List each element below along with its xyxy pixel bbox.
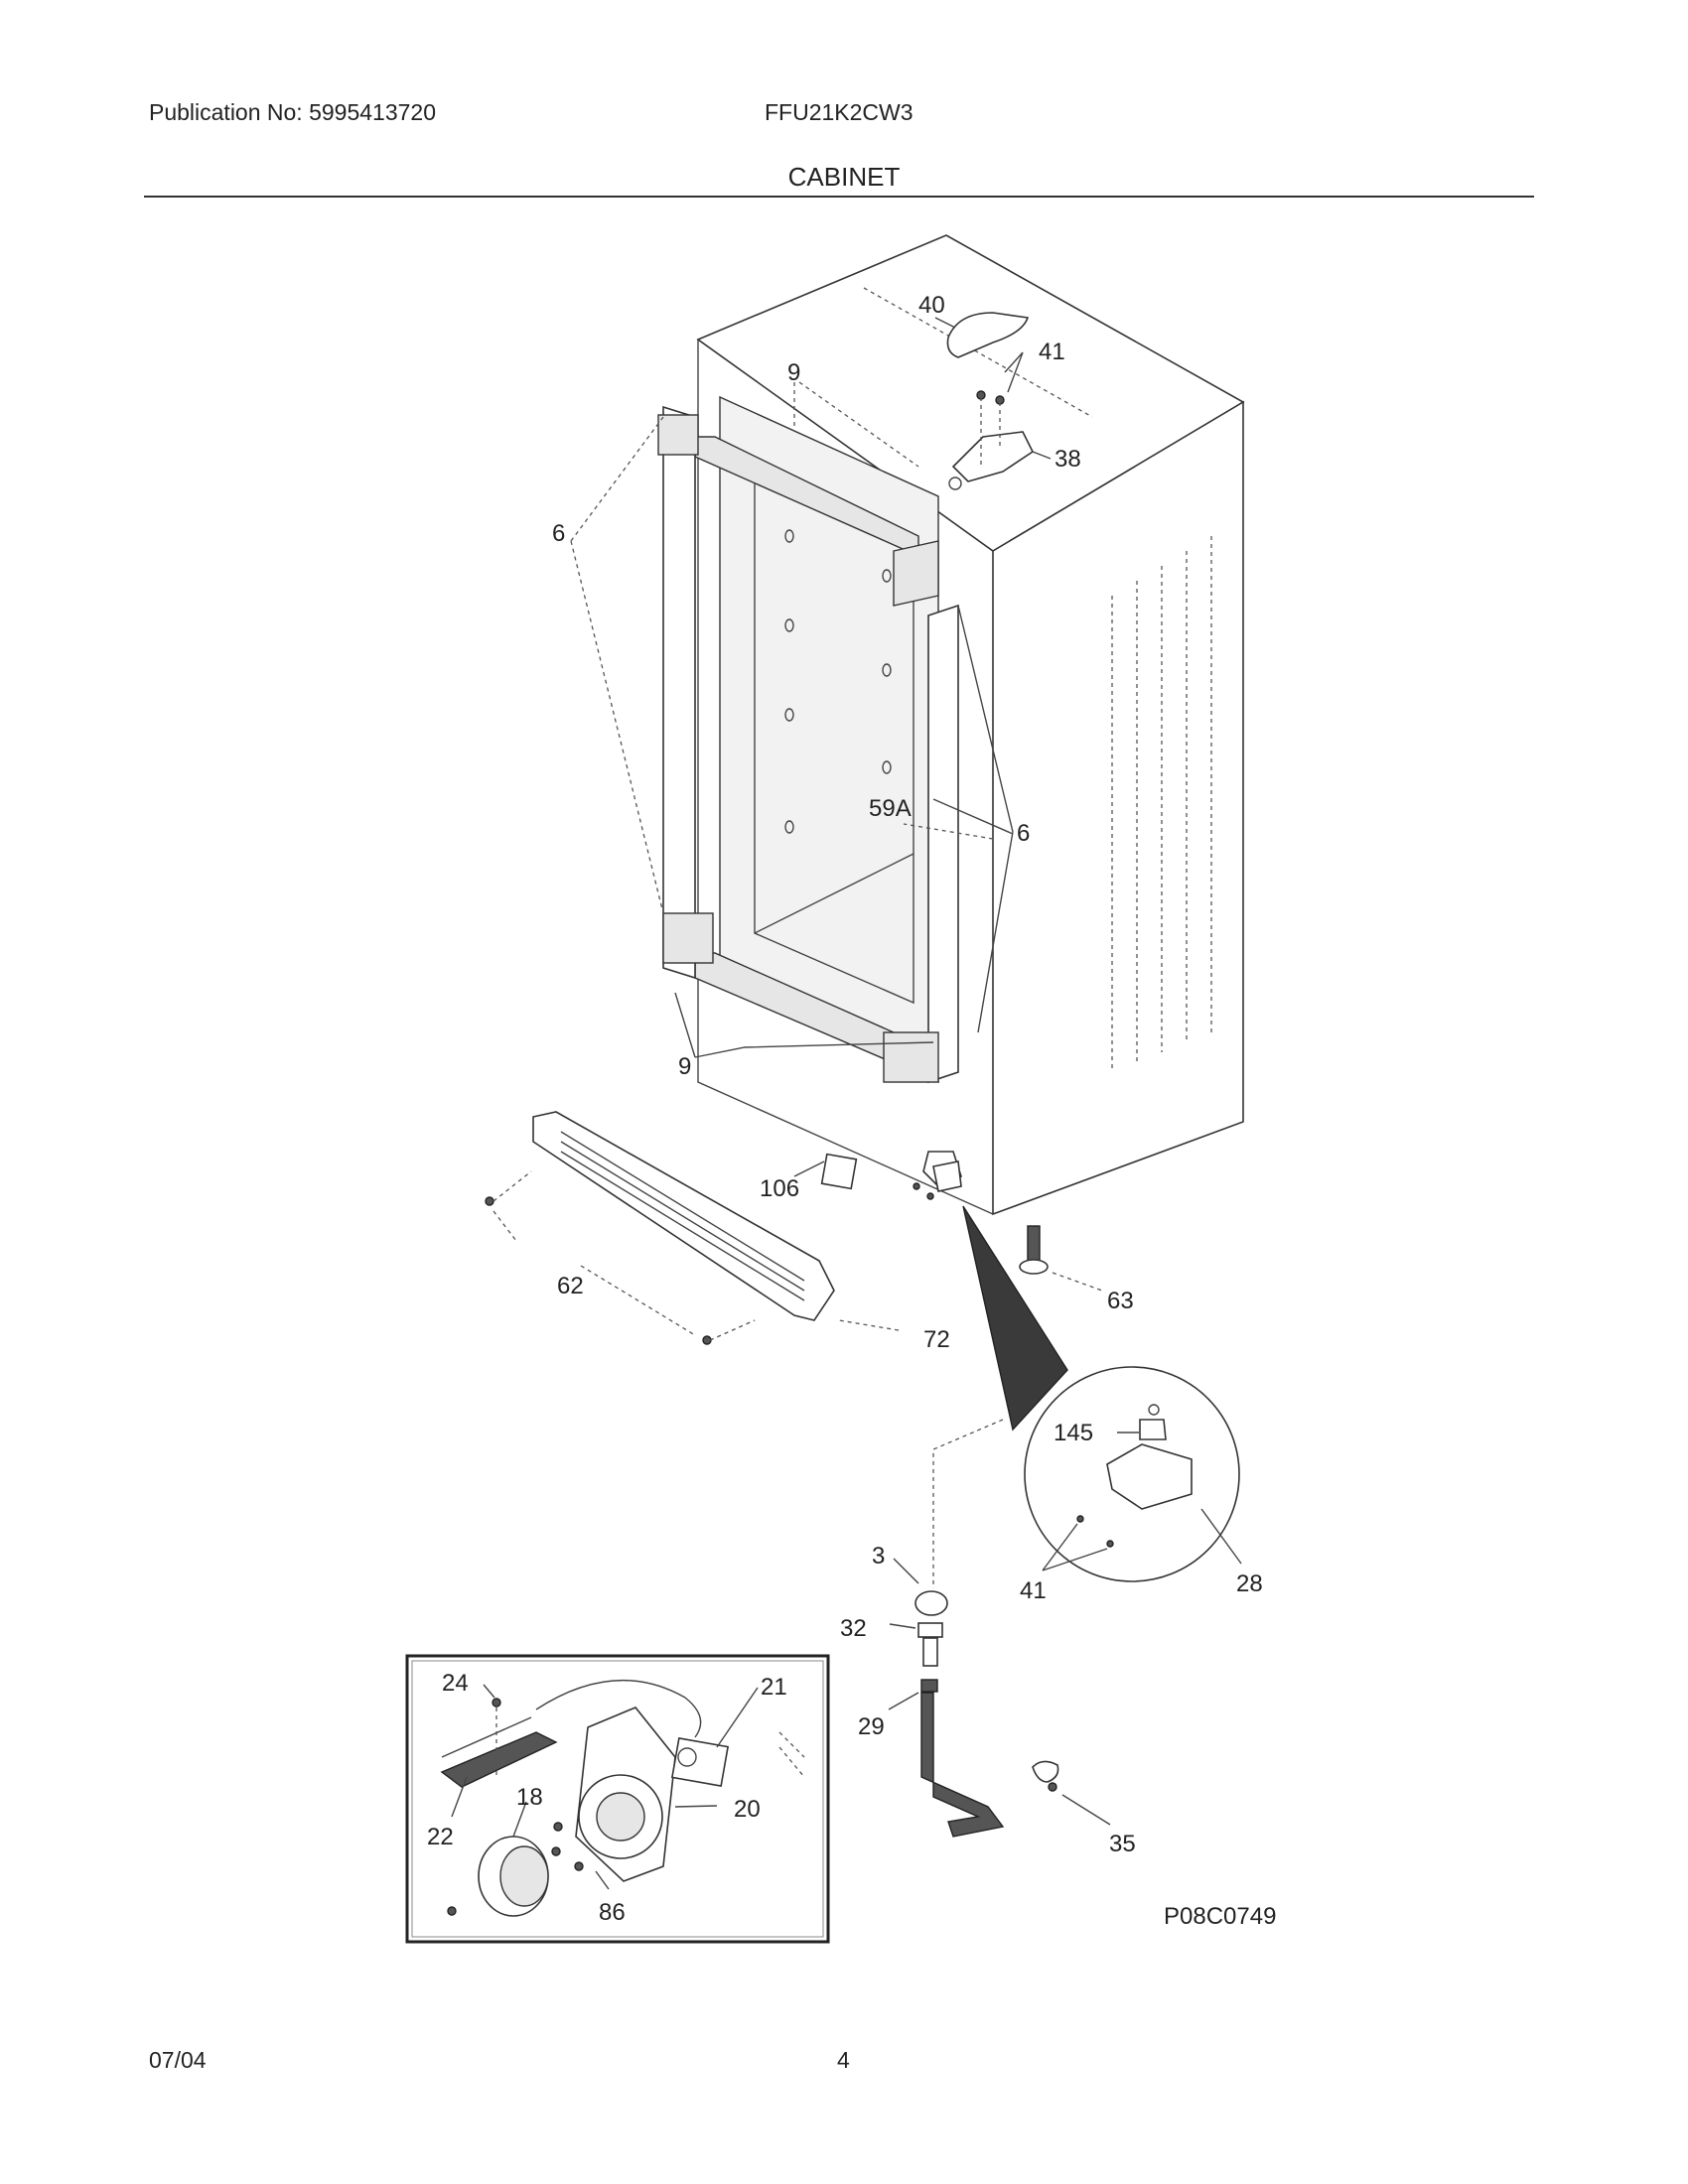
footer-page-number: 4 [837, 2047, 850, 2073]
callout-62: 62 [557, 1273, 584, 1299]
top-hinge [946, 312, 1035, 490]
control-inset-box [405, 1654, 830, 1944]
callout-40: 40 [918, 292, 945, 319]
kickplate-assembly [485, 1111, 1049, 1345]
callout-labels: 40 41 38 9 6 59A 6 9 106 62 72 63 145 28… [427, 292, 1276, 1930]
breaker-strips [657, 405, 959, 1084]
callout-21: 21 [761, 1674, 787, 1701]
callout-24: 24 [442, 1670, 469, 1697]
publication-number: Publication No: 5995413720 [149, 99, 437, 125]
callout-9-top: 9 [787, 359, 800, 386]
cabinet-body [696, 234, 1245, 1216]
callout-22: 22 [427, 1824, 454, 1850]
callout-32: 32 [840, 1615, 867, 1642]
model-number: FFU21K2CW3 [765, 99, 914, 125]
callout-35: 35 [1109, 1831, 1136, 1857]
callout-41-bottom: 41 [1020, 1577, 1047, 1604]
leader-lines [451, 317, 1242, 1890]
callout-18: 18 [516, 1784, 543, 1811]
hinge-detail-magnifier [962, 1205, 1240, 1582]
callout-29: 29 [858, 1713, 885, 1740]
callout-145: 145 [1054, 1420, 1093, 1446]
callout-6-right: 6 [1017, 820, 1030, 847]
callout-86: 86 [599, 1899, 626, 1926]
section-title: CABINET [787, 162, 901, 192]
callout-28: 28 [1236, 1570, 1263, 1597]
footer-date: 07/04 [149, 2047, 207, 2073]
figure-code: P08C0749 [1164, 1903, 1276, 1930]
header-rule [144, 196, 1534, 198]
callout-9-bottom: 9 [678, 1053, 691, 1080]
callout-63: 63 [1107, 1288, 1134, 1314]
callout-72: 72 [923, 1326, 950, 1353]
drain-assembly [914, 1419, 1059, 1838]
callout-38: 38 [1055, 446, 1081, 473]
callout-20: 20 [734, 1796, 761, 1823]
callout-59a: 59A [869, 795, 912, 822]
callout-106: 106 [760, 1175, 799, 1202]
callout-41-top: 41 [1039, 339, 1065, 365]
callout-6-left: 6 [552, 520, 565, 547]
callout-3: 3 [872, 1543, 885, 1570]
